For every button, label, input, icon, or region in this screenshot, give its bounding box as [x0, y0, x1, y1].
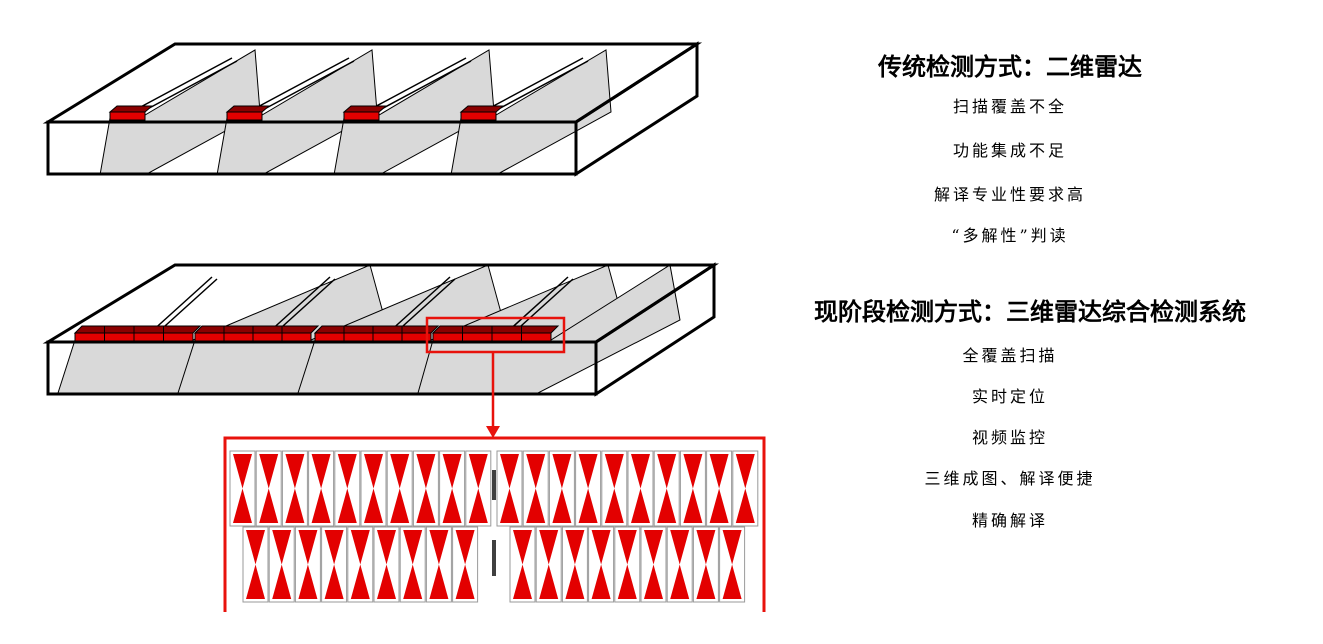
current-item: 全覆盖扫描 — [962, 346, 1058, 365]
bowtie-antenna-element — [627, 450, 654, 527]
slab-side-face — [594, 262, 716, 397]
traditional-item: 功能集成不足 — [952, 141, 1067, 160]
bowtie-antenna-element — [522, 450, 549, 527]
bowtie-antenna-element — [548, 450, 575, 527]
traditional-item: 解译专业性要求高 — [933, 185, 1086, 204]
antenna-zoom-panel — [223, 436, 766, 612]
highlight-box — [425, 316, 566, 354]
current-method-title: 现阶段检测方式：三维雷达综合检测系统 — [814, 298, 1246, 326]
bowtie-antenna-element — [679, 450, 706, 527]
bowtie-antenna-element — [321, 526, 348, 603]
3d-radar-slab — [42, 262, 720, 438]
bowtie-antenna-element — [535, 526, 562, 603]
current-item: 实时定位 — [971, 387, 1048, 406]
bowtie-antenna-element — [732, 450, 759, 527]
bowtie-antenna-element — [666, 526, 693, 603]
bowtie-antenna-element — [412, 450, 439, 527]
slab-side-face — [574, 41, 699, 177]
bowtie-antenna-element — [465, 450, 492, 527]
bowtie-antenna-element — [706, 450, 733, 527]
bowtie-antenna-element — [575, 450, 602, 527]
bowtie-antenna-element — [588, 526, 615, 603]
bowtie-antenna-element — [281, 450, 308, 527]
bowtie-antenna-element — [509, 526, 536, 603]
bowtie-antenna-element — [439, 450, 466, 527]
bowtie-antenna-element — [614, 526, 641, 603]
radar-antenna — [459, 105, 505, 121]
bowtie-antenna-element — [242, 526, 269, 603]
current-item: 三维成图、解译便捷 — [924, 469, 1096, 488]
traditional-method-title: 传统检测方式：二维雷达 — [878, 53, 1142, 81]
bowtie-antenna-element — [561, 526, 588, 603]
bowtie-antenna-element — [653, 450, 680, 527]
bowtie-antenna-element — [601, 450, 628, 527]
radar-antenna — [108, 105, 154, 121]
bowtie-antenna-element — [496, 450, 523, 527]
bowtie-antenna-element — [294, 526, 321, 603]
bowtie-antenna-element — [452, 526, 479, 603]
traditional-item: 扫描覆盖不全 — [952, 97, 1067, 116]
bowtie-antenna-element — [692, 526, 719, 603]
bowtie-antenna-element — [386, 450, 413, 527]
bowtie-antenna-element — [640, 526, 667, 603]
traditional-item: “多解性”判读 — [951, 226, 1069, 245]
bowtie-antenna-element — [719, 526, 746, 603]
bowtie-antenna-element — [255, 450, 282, 527]
radar-antenna — [342, 105, 388, 121]
bowtie-antenna-element — [360, 450, 387, 527]
traditional-radar-slab — [42, 41, 703, 177]
bowtie-antenna-element — [308, 450, 335, 527]
bowtie-antenna-element — [373, 526, 400, 603]
radar-antenna — [225, 105, 271, 121]
bowtie-antenna-element — [399, 526, 426, 603]
bowtie-antenna-element — [347, 526, 374, 603]
zoom-arrow-head — [486, 426, 500, 438]
bowtie-antenna-element — [334, 450, 361, 527]
current-item: 视频监控 — [971, 428, 1048, 447]
current-item: 精确解译 — [971, 511, 1048, 530]
bowtie-antenna-element — [425, 526, 452, 603]
bowtie-antenna-element — [229, 450, 256, 527]
bowtie-antenna-element — [268, 526, 295, 603]
